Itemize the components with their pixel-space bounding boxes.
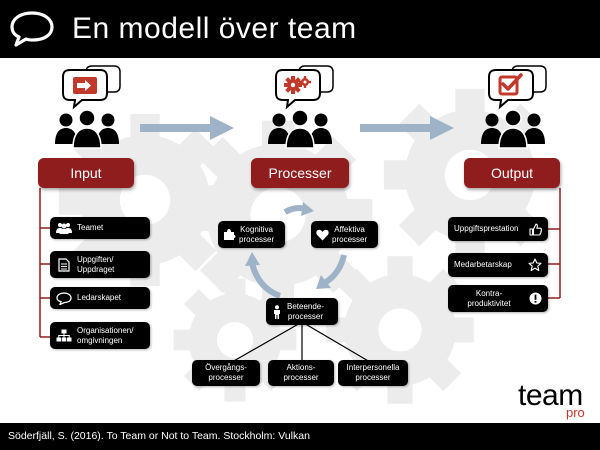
page-title: En modell över team [72, 12, 357, 45]
input-item-label: Uppgiften/ Uppdraget [77, 254, 115, 274]
behavior-type-interpersonal: Interpersonella processer [338, 360, 408, 386]
process-affective-label: Affektiva processer [332, 224, 368, 244]
heart-icon [315, 228, 329, 242]
footer-bar: Söderfjäll, S. (2016). To Team or Not to… [0, 423, 600, 450]
behavior-type-transition: Övergångs- processer [192, 360, 260, 386]
output-item-label: Uppgiftsprestation [454, 224, 519, 233]
exclamation-icon [528, 292, 542, 306]
team-group-process [268, 65, 334, 149]
enter-icon [73, 77, 97, 94]
input-item-task: Uppgiften/ Uppdraget [50, 251, 150, 278]
flow-arrow-process-to-output [360, 116, 454, 140]
puzzle-icon [222, 228, 236, 242]
behavior-type-label: Interpersonella processer [346, 363, 400, 382]
output-item-label: Kontra- produktivitet [467, 288, 511, 308]
input-item-team: Teamet [50, 217, 150, 239]
citation: Söderfjäll, S. (2016). To Team or Not to… [8, 430, 310, 442]
title-bar: En modell över team [0, 0, 600, 58]
input-item-label: Teamet [77, 223, 104, 232]
output-item-followership: Medarbetarskap [448, 253, 548, 277]
input-item-organisation: Organisationen/ omgivningen [50, 322, 150, 349]
speech-bubble-icon [56, 291, 72, 305]
output-item-counterproductivity: Kontra- produktivitet [448, 285, 548, 312]
process-cognitive: Kognitiva processer [218, 221, 285, 248]
star-icon [528, 258, 542, 272]
gears-icon [284, 76, 311, 94]
input-item-label: Organisationen/ omgivningen [77, 325, 134, 345]
flow-arrow-input-to-process [140, 116, 234, 140]
input-item-label: Ledarskapet [77, 293, 122, 302]
checkbox-icon [498, 73, 523, 96]
thumbs-up-icon [528, 222, 542, 236]
stage-output: Output [464, 158, 560, 188]
speech-bubble-icon [10, 11, 54, 47]
teampro-logo: team pro [512, 380, 592, 420]
logo-suffix: pro [566, 405, 585, 420]
person-icon [270, 304, 284, 319]
process-behavioral-label: Beteende- processer [287, 301, 324, 321]
stage-process: Processer [251, 158, 349, 188]
process-behavioral: Beteende- processer [266, 298, 338, 325]
behavior-type-action: Aktions- processer [268, 360, 334, 386]
team-group-output [481, 65, 547, 149]
behavior-type-label: Övergångs- processer [205, 363, 247, 382]
process-cycle-arrows [245, 202, 347, 299]
people-icon [56, 221, 72, 235]
logo-word: team [518, 379, 583, 412]
org-chart-icon [56, 329, 72, 343]
stage-input: Input [38, 158, 134, 188]
output-item-task-performance: Uppgiftsprestation [448, 217, 548, 241]
document-icon [56, 257, 72, 272]
stage-process-label: Processer [268, 165, 332, 181]
stage-input-label: Input [70, 165, 102, 181]
output-item-label: Medarbetarskap [454, 260, 512, 269]
team-group-input [55, 65, 121, 149]
process-cognitive-label: Kognitiva processer [239, 224, 275, 244]
stage-output-label: Output [490, 165, 534, 181]
process-affective: Affektiva processer [311, 221, 378, 248]
input-item-leadership: Ledarskapet [50, 287, 150, 309]
behavior-type-label: Aktions- processer [283, 363, 319, 382]
